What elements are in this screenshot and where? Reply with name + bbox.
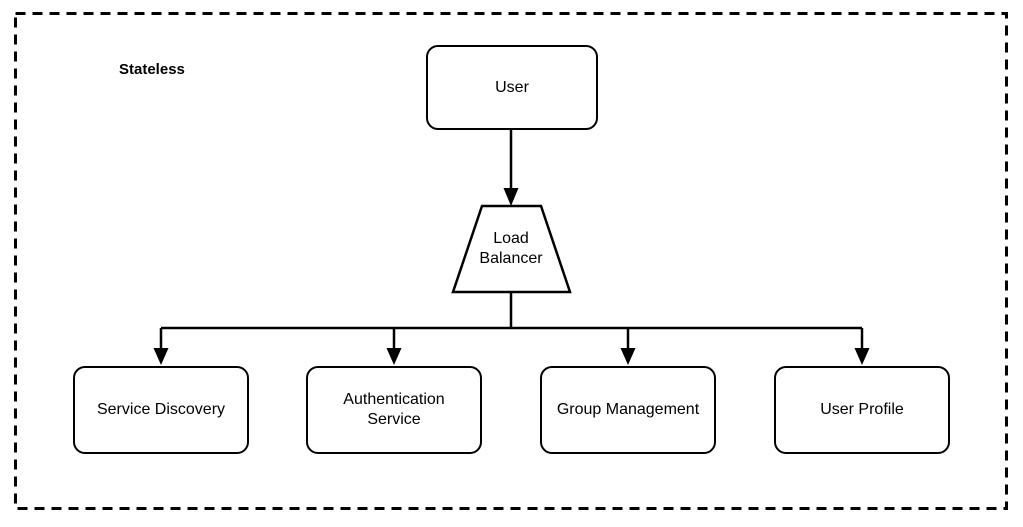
- arrowhead-group-management: [620, 348, 636, 365]
- node-group-management-label: Group Management: [556, 401, 700, 418]
- node-authentication-service-label: Authentication Service: [343, 391, 445, 428]
- node-load-balancer-shape: [451, 204, 572, 294]
- arrowhead-load-balancer: [503, 188, 519, 206]
- node-authentication-service: Authentication Service: [306, 366, 482, 454]
- node-user-profile-label: User Profile: [820, 401, 904, 418]
- arrowhead-user-profile: [854, 348, 870, 365]
- arrowhead-authentication-service: [386, 348, 402, 365]
- node-group-management: Group Management: [540, 366, 716, 454]
- node-user-label: User: [495, 78, 529, 96]
- stateless-boundary: [14, 12, 1008, 510]
- node-service-discovery: Service Discovery: [73, 366, 249, 454]
- arrowhead-service-discovery: [153, 348, 169, 365]
- node-user: User: [426, 45, 598, 130]
- boundary-label-stateless: Stateless: [119, 61, 185, 78]
- node-user-profile: User Profile: [774, 366, 950, 454]
- node-service-discovery-label: Service Discovery: [96, 401, 226, 418]
